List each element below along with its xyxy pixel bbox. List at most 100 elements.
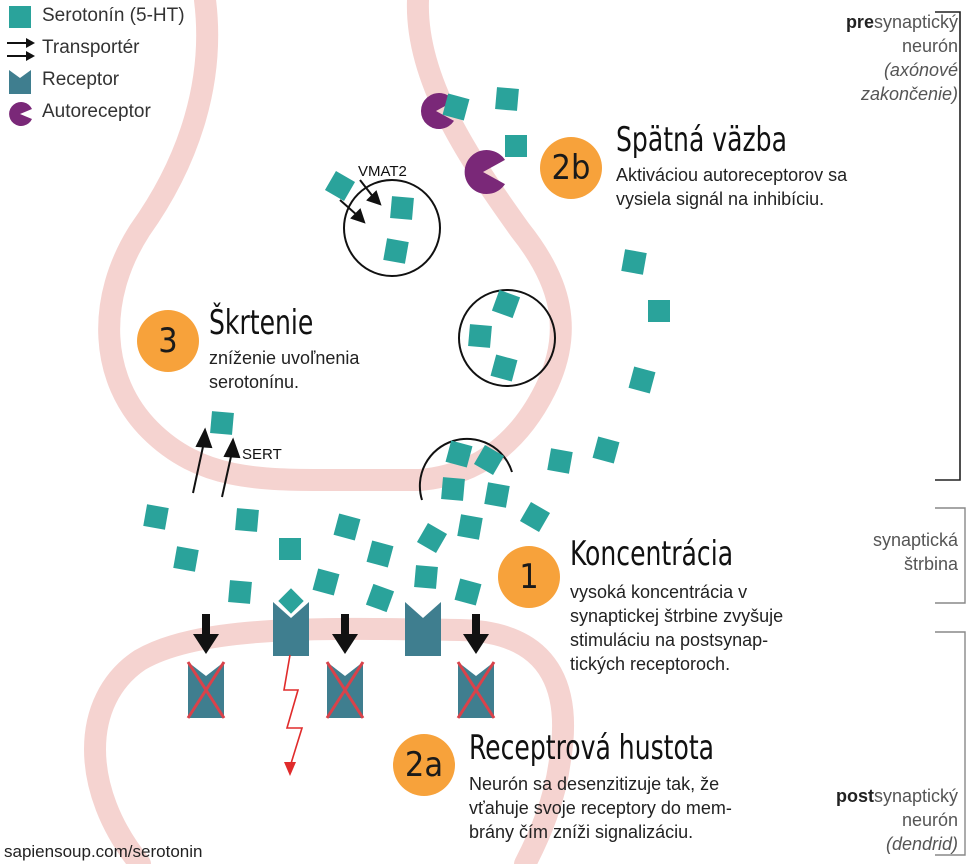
legend-label: Serotonín (5-HT) (42, 5, 185, 26)
internalized-receptor (456, 614, 496, 719)
density-badge: 2a (393, 734, 455, 796)
serotonin-molecule (490, 354, 518, 382)
legend-label: Transportér (42, 37, 140, 58)
serotonin-molecule (235, 508, 259, 532)
signal-arrowhead (284, 762, 296, 776)
presynaptic-membrane (98, 0, 572, 491)
autoreceptors (420, 93, 505, 194)
concentration-badge: 1 (498, 546, 560, 608)
serotonin-molecule (473, 444, 505, 476)
serotonin-molecule (628, 366, 656, 394)
serotonin-molecule (648, 300, 670, 322)
serotonin-molecule (414, 565, 438, 589)
serotonin-molecule (468, 324, 492, 348)
serotonin-molecule (519, 501, 551, 533)
signal-bolt (283, 654, 304, 771)
throttle-badge: 3 (137, 310, 199, 372)
throttle-description: zníženie uvoľnenia serotonínu. (209, 346, 359, 394)
description-line: tických receptoroch. (570, 654, 731, 674)
postsynaptic-bracket (935, 631, 966, 856)
label-line: štrbina (903, 554, 958, 574)
feedback-description: Aktiváciou autoreceptorov sa vysiela sig… (616, 163, 847, 211)
serotonin-molecule (365, 583, 395, 613)
label-line: (dendrid) (885, 834, 958, 854)
serotonin-molecule (484, 482, 510, 508)
serotonin-molecule (621, 249, 647, 275)
transporter-arrows-icon (7, 38, 35, 61)
presynaptic-bracket (935, 11, 961, 481)
label-line: (axónové (883, 60, 958, 80)
density-description: Neurón sa desenzitizuje tak, že vťahuje … (469, 772, 732, 844)
serotonin-molecule (441, 477, 465, 501)
serotonin-molecule (442, 93, 470, 121)
fusing-vesicle (418, 437, 513, 501)
serotonin-molecule (173, 546, 199, 572)
serotonin-molecule (491, 289, 521, 319)
description-line: vťahuje svoje receptory do mem- (469, 798, 732, 818)
description-line: Aktiváciou autoreceptorov sa (616, 165, 848, 185)
label-bold: pre (845, 12, 874, 32)
presynaptic-label: presynaptický neurón (axónové zakončenie… (846, 10, 958, 106)
serotonin-molecules (143, 87, 670, 613)
throttle-title: Škrtenie (209, 303, 314, 343)
density-title: Receptrová hustota (469, 728, 715, 768)
serotonin-molecule (324, 170, 356, 202)
receptors (186, 588, 496, 719)
autoreceptor (420, 93, 454, 130)
autoreceptor (464, 150, 505, 194)
autoreceptor-icon (9, 102, 32, 126)
label-rest: synaptický (873, 12, 958, 32)
serotonin-molecule (143, 504, 169, 530)
cleft-label: synaptická štrbina (873, 528, 958, 576)
label-line: neurón (901, 36, 958, 56)
cleft-bracket (935, 507, 966, 604)
serotonin-molecule (278, 588, 304, 614)
label-bold: post (835, 786, 874, 806)
serotonin-molecule (592, 436, 620, 464)
feedback-badge: 2b (540, 137, 602, 199)
serotonin-molecule (547, 448, 573, 474)
postsynaptic-membrane (84, 617, 575, 864)
feedback-title: Spätná väzba (616, 120, 787, 160)
vmat2-label: VMAT2 (358, 163, 407, 180)
label-line: neurón (901, 810, 958, 830)
description-line: zníženie uvoľnenia (209, 348, 360, 368)
legend-label: Receptor (42, 69, 120, 90)
description-line: vysiela signál na inhibíciu. (616, 189, 825, 209)
cross-mark (186, 661, 226, 719)
cross-mark (456, 661, 496, 719)
serotonin-molecule (454, 578, 482, 606)
serotonin-molecule (333, 513, 361, 541)
serotonin-molecule (445, 440, 473, 468)
label-line: synaptická (872, 530, 958, 550)
serotonin-molecule (210, 411, 234, 435)
serotonin-molecule (383, 238, 409, 264)
serotonin-molecule (279, 538, 301, 560)
vesicle-vmat2 (343, 179, 441, 277)
concentration-title: Koncentrácia (570, 534, 734, 574)
serotonin-molecule (312, 568, 340, 596)
vesicle (458, 289, 556, 387)
internalized-receptor (325, 614, 365, 719)
description-line: serotonínu. (209, 372, 300, 392)
serotonin-molecule (457, 514, 483, 540)
vmat2-transporter (339, 179, 382, 224)
sert-transporter (192, 427, 241, 498)
serotonin-molecule (390, 196, 414, 220)
description-line: brány čím zníži signalizáciu. (469, 822, 694, 842)
legend-label: Autoreceptor (42, 101, 151, 122)
label-rest: synaptický (873, 786, 958, 806)
label-line: zakončenie) (860, 84, 958, 104)
description-line: vysoká koncentrácia v (570, 582, 748, 602)
serotonin-molecule (228, 580, 252, 604)
bound-receptor (273, 588, 309, 656)
serotonin-molecule (416, 522, 448, 554)
description-line: Neurón sa desenzitizuje tak, že (469, 774, 720, 794)
serotonin-square-icon (9, 6, 31, 28)
receptor-icon (9, 70, 31, 94)
serotonin-molecule (505, 135, 527, 157)
description-line: synaptickej štrbine zvyšuje (570, 606, 784, 626)
receptor (405, 602, 441, 656)
internalized-receptor (186, 614, 226, 719)
